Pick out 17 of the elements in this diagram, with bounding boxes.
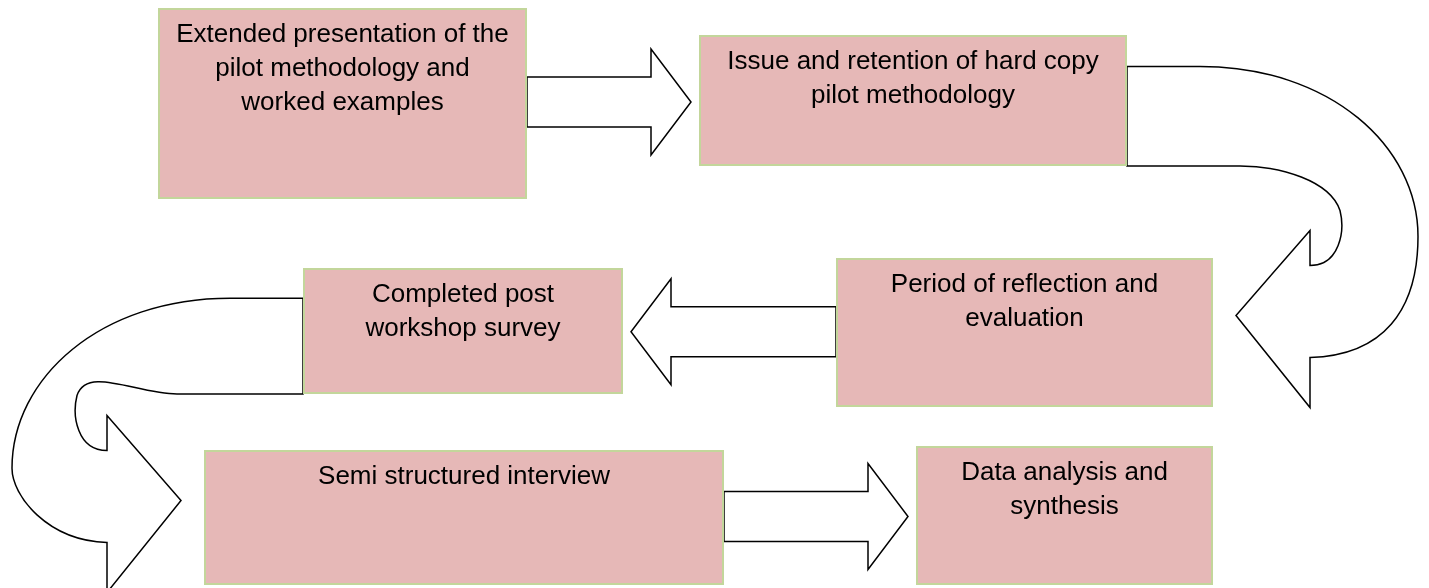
block-arrow: [723, 461, 909, 572]
step-text: Completed post workshop survey: [364, 277, 562, 344]
block-arrow: [630, 276, 837, 387]
block-arrow: [11, 297, 304, 588]
process-box: [158, 8, 527, 199]
process-box: [916, 446, 1213, 585]
process-box: [204, 450, 724, 585]
block-arrow: [1126, 65, 1419, 409]
process-box: [699, 35, 1127, 166]
block-arrow: [526, 46, 692, 158]
step-text: Issue and retention of hard copy pilot methodology: [726, 44, 1100, 111]
step-text: Data analysis and synthesis: [960, 455, 1169, 522]
process-box: [303, 268, 623, 394]
process-box: [836, 258, 1213, 407]
step-text: Period of reflection and evaluation: [889, 267, 1160, 334]
step-text: Extended presentation of the pilot methodology and worked examples: [175, 17, 510, 118]
step-text: Semi structured interview: [318, 459, 610, 492]
